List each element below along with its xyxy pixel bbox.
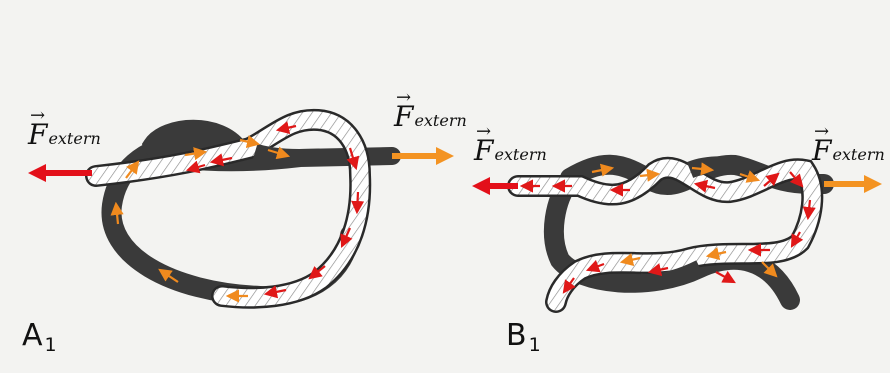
force-symbol: F <box>394 100 413 133</box>
knot-a-force-left-arrow <box>28 164 92 182</box>
panel-index: 1 <box>45 334 57 356</box>
panel-letter: A <box>22 318 43 353</box>
force-label-a-left: Fextern <box>28 118 101 151</box>
force-subscript: extern <box>48 129 100 148</box>
knot-b-force-right-arrow <box>824 175 882 193</box>
force-symbol: F <box>28 118 47 151</box>
panel-index: 1 <box>529 334 541 356</box>
force-symbol: F <box>812 134 831 167</box>
force-label-a-right: Fextern <box>394 100 467 133</box>
knot-a-force-right-arrow <box>392 147 454 165</box>
force-label-b-left: Fextern <box>474 134 547 167</box>
force-subscript: extern <box>414 111 466 130</box>
force-subscript: extern <box>832 145 884 164</box>
force-label-b-right: Fextern <box>812 134 885 167</box>
panel-letter: B <box>506 318 527 353</box>
force-subscript: extern <box>494 145 546 164</box>
knot-b <box>472 165 882 302</box>
force-symbol: F <box>474 134 493 167</box>
